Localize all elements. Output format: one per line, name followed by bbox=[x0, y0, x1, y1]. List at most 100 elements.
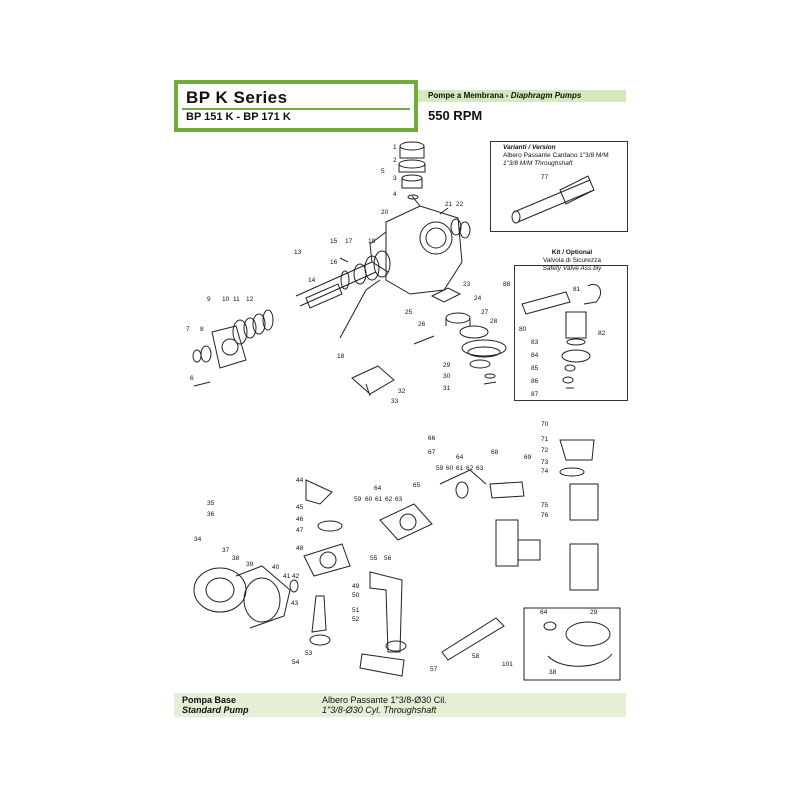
part-label: 40 bbox=[272, 564, 280, 571]
part-label: 72 bbox=[541, 447, 549, 454]
part-label: 44 bbox=[296, 477, 304, 484]
diagram-parts bbox=[192, 141, 621, 681]
part-label: 16 bbox=[330, 259, 338, 266]
part-label: 22 bbox=[456, 201, 464, 208]
part-label: 39 bbox=[246, 561, 254, 568]
footer-left-en: Standard Pump bbox=[182, 705, 249, 715]
seal-ring-22 bbox=[459, 221, 471, 239]
part-label: 64 bbox=[540, 609, 548, 616]
part-label: 87 bbox=[531, 391, 539, 398]
part-label: 29 bbox=[590, 609, 598, 616]
part-label: 51 bbox=[352, 607, 360, 614]
category-it: Pompe a Membrana - bbox=[428, 91, 511, 100]
part-label: 55 bbox=[370, 555, 378, 562]
title-divider bbox=[182, 108, 410, 110]
model-names: BP 151 K - BP 171 K bbox=[186, 111, 291, 123]
safety-valve-kit bbox=[521, 284, 601, 389]
part-label: 19 bbox=[368, 238, 376, 245]
part-label: 82 bbox=[598, 330, 606, 337]
part-label: 69 bbox=[524, 454, 532, 461]
footer-right-it: Albero Passante 1"3/8-Ø30 Cil. bbox=[322, 695, 447, 705]
part-label: 59 bbox=[436, 465, 444, 472]
part-label: 11 bbox=[233, 296, 240, 303]
part-label: 83 bbox=[531, 339, 539, 346]
part-label: 37 bbox=[222, 547, 230, 554]
part-label: 61 bbox=[456, 465, 464, 472]
part-label: 9 bbox=[207, 296, 211, 303]
part-label: 48 bbox=[296, 545, 304, 552]
part-label: 68 bbox=[491, 449, 499, 456]
part-label: 75 bbox=[541, 502, 549, 509]
part-label: 36 bbox=[207, 511, 215, 518]
part-label: 28 bbox=[490, 318, 498, 325]
part-label: 70 bbox=[541, 421, 549, 428]
part-label: 80 bbox=[519, 326, 527, 333]
part-label: 34 bbox=[194, 536, 202, 543]
kit-title: Kit / Optional bbox=[551, 249, 593, 256]
part-label: 25 bbox=[405, 309, 413, 316]
part-label: 46 bbox=[296, 516, 304, 523]
mounting-bracket bbox=[351, 365, 395, 397]
part-label: 3 bbox=[393, 175, 397, 182]
part-number-labels: 1 2 3 4 5 6 7 8 9 10 11 12 13 14 15 16 1… bbox=[186, 144, 606, 676]
part-label: 59 bbox=[354, 496, 362, 503]
part-label: 13 bbox=[294, 249, 302, 256]
part-label: 56 bbox=[384, 555, 392, 562]
part-label: 64 bbox=[374, 485, 382, 492]
footer-left-it: Pompa Base bbox=[182, 695, 237, 705]
part-label: 5 bbox=[381, 168, 385, 175]
series-title: BP K Series bbox=[186, 88, 288, 107]
part-label: 33 bbox=[391, 398, 399, 405]
part-label: 21 bbox=[445, 201, 453, 208]
part-label: 64 bbox=[456, 454, 464, 461]
crank-leader bbox=[339, 279, 381, 339]
footer-right-en: 1"3/8-Ø30 Cyl. Throughshaft bbox=[322, 705, 437, 715]
part-label: 53 bbox=[305, 650, 313, 657]
part-label: 45 bbox=[296, 504, 304, 511]
part-label: 60 bbox=[446, 465, 454, 472]
footer-band bbox=[174, 693, 626, 717]
part-label: 7 bbox=[186, 326, 190, 333]
part-label: 1 bbox=[393, 144, 397, 151]
part-label: 73 bbox=[541, 459, 549, 466]
variant-title: Varianti / Version bbox=[503, 144, 556, 151]
part-label: 17 bbox=[345, 238, 353, 245]
variant-shaft bbox=[511, 175, 595, 224]
lower-assembly bbox=[193, 439, 599, 677]
category-en: Diaphragm Pumps bbox=[510, 91, 582, 100]
pump-body bbox=[369, 195, 463, 295]
title-box: BP K Series BP 151 K - BP 171 K bbox=[174, 80, 418, 132]
part-label: 88 bbox=[503, 281, 511, 288]
part-label: 57 bbox=[430, 666, 438, 673]
part-label: 77 bbox=[541, 174, 549, 181]
variant-line2: 1"3/8 M/M Throughshaft bbox=[503, 160, 573, 167]
part-label: 12 bbox=[246, 296, 254, 303]
part-label: 41 bbox=[283, 573, 291, 580]
category-label: Pompe a Membrana - Diaphragm Pumps bbox=[428, 91, 581, 100]
seal-ring-21 bbox=[450, 218, 462, 236]
part-label: 27 bbox=[481, 309, 489, 316]
part-label: 62 bbox=[466, 465, 474, 472]
part-label: 14 bbox=[308, 277, 316, 284]
part-label: 32 bbox=[398, 388, 406, 395]
part-label: 86 bbox=[531, 378, 539, 385]
part-label: 101 bbox=[502, 661, 513, 668]
part-label: 49 bbox=[352, 583, 360, 590]
diaphragm-stack bbox=[430, 287, 507, 385]
part-label: 61 bbox=[375, 496, 383, 503]
rpm-label: 550 RPM bbox=[428, 108, 483, 123]
part-label: 85 bbox=[531, 365, 539, 372]
part-label: 62 bbox=[385, 496, 393, 503]
part-label: 20 bbox=[381, 209, 389, 216]
diaphragm-kit-inset bbox=[523, 607, 621, 681]
kit-text: Kit / Optional Valvola di Sicurezza Safe… bbox=[532, 249, 612, 273]
part-label: 4 bbox=[393, 191, 397, 198]
part-label: 18 bbox=[337, 353, 345, 360]
kit-line1: Valvola di Sicurezza bbox=[542, 257, 602, 264]
part-label: 10 bbox=[222, 296, 230, 303]
kit-box bbox=[514, 265, 628, 401]
part-label: 38 bbox=[232, 555, 240, 562]
part-label: 50 bbox=[352, 592, 360, 599]
part-label: 6 bbox=[190, 375, 194, 382]
